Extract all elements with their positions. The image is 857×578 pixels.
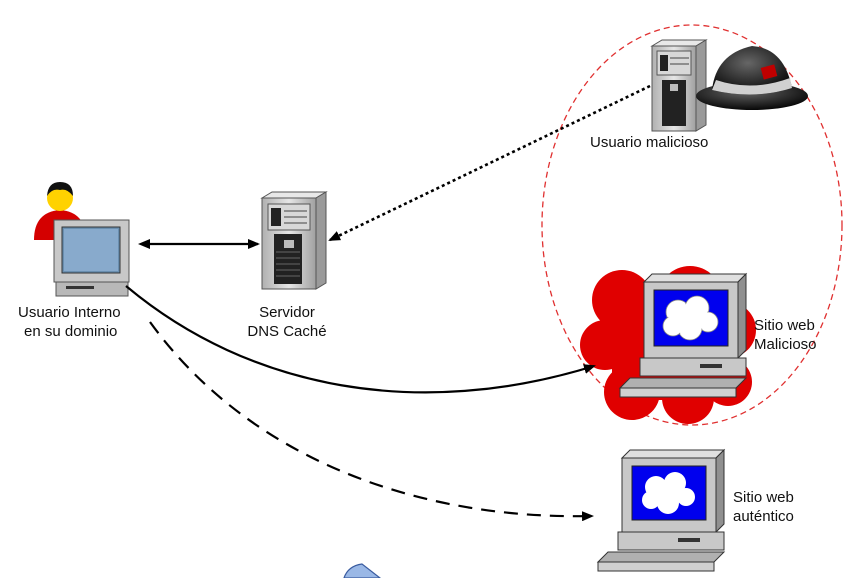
malicious-site-line1: Sitio web [754, 317, 815, 334]
dns-server-label: Servidor DNS Caché [232, 303, 342, 341]
arrow-attacker-dns [328, 84, 651, 242]
dns-server-icon [260, 191, 328, 290]
malicious-user-icon [650, 39, 808, 132]
arrow-user-authentic-site [149, 321, 594, 522]
internal-user-line2: en su dominio [24, 323, 118, 340]
authentic-site-icon [596, 448, 726, 572]
malicious-site-line2: Malicioso [754, 336, 817, 353]
malicious-site-icon [580, 266, 756, 424]
malicious-user-label: Usuario malicioso [590, 134, 709, 151]
malicious-zone-ellipse [541, 24, 843, 426]
internal-user-line1: Usuario Interno [18, 304, 121, 321]
arrow-user-malicious-site [125, 285, 596, 394]
authentic-site-line1: Sitio web [733, 489, 794, 506]
authentic-site-label: Sitio web auténtico [733, 488, 794, 526]
internal-user-label: Usuario Interno en su dominio [18, 303, 168, 341]
cropped-blue-shape [343, 563, 381, 578]
dns-server-line2: DNS Caché [247, 323, 327, 340]
malicious-site-label: Sitio web Malicioso [754, 316, 817, 354]
authentic-site-line2: auténtico [733, 508, 794, 525]
internal-user-icon [34, 182, 130, 297]
dns-server-line1: Servidor [259, 304, 315, 321]
